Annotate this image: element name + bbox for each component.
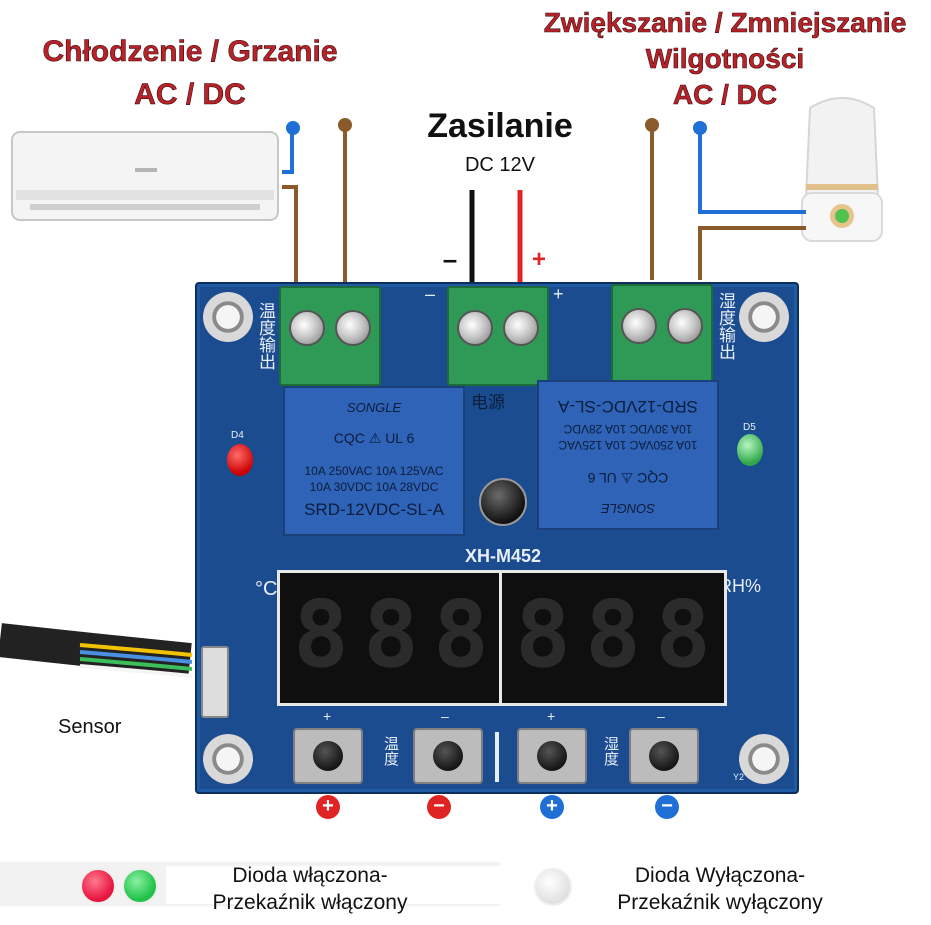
- corner-label: Y2: [733, 772, 745, 782]
- button-cap: [313, 741, 343, 771]
- pcb-minus-label: –: [425, 284, 436, 304]
- relay-certs: CQC ⚠ UL 6: [587, 470, 669, 486]
- relay-rating: 10A 250VAC 10A 125VAC: [558, 438, 698, 452]
- button-divider: [495, 732, 499, 782]
- terminal-left: [279, 286, 381, 386]
- pcb-plus-label: +: [553, 284, 564, 304]
- mounting-hole-top-left: [203, 292, 253, 342]
- temp-down-mark: –: [441, 708, 449, 724]
- relay-brand: SONGLE: [600, 501, 656, 516]
- humidity-up-mark: +: [547, 708, 556, 724]
- power-label: 电源: [471, 393, 505, 412]
- terminal-right: [611, 284, 713, 384]
- humidity-acdc: AC / DC: [672, 79, 778, 111]
- screw: [621, 308, 657, 344]
- mounting-hole-top-right: [739, 292, 789, 342]
- led-left-label: D4: [231, 430, 244, 441]
- relay-certs: CQC ⚠ UL 6: [333, 430, 415, 446]
- display-digit: 8: [655, 581, 711, 688]
- legend-on-line2: Przekaźnik włączony: [212, 891, 408, 914]
- legend-off-led: [534, 868, 572, 906]
- right-output-label: 湿度输出: [716, 292, 735, 360]
- legend-on-line1: Dioda włączona-: [232, 864, 388, 887]
- screw: [503, 310, 539, 346]
- sensor-label: Sensor: [58, 716, 122, 738]
- power-title: Zasilanie: [427, 107, 573, 145]
- display-digit: 8: [585, 581, 641, 688]
- mounting-hole-bottom-right: [739, 734, 789, 784]
- humidity-title: Zwiększanie / Zmniejszanie: [543, 7, 907, 39]
- legend-off-line1: Dioda Wyłączona-: [634, 864, 806, 887]
- terminal-power: [447, 286, 549, 386]
- capacitor: [479, 478, 527, 526]
- power-voltage: DC 12V: [464, 154, 536, 176]
- button-cap: [649, 741, 679, 771]
- red-led: [227, 444, 253, 476]
- humidity-down-mark: –: [657, 708, 665, 724]
- humidity-unit: RH%: [719, 576, 762, 596]
- green-led: [737, 434, 763, 466]
- relay-rating: 10A 250VAC 10A 125VAC: [304, 464, 444, 478]
- display-digit: 8: [363, 581, 419, 688]
- temp-plus-indicator: +: [316, 795, 340, 819]
- humidity-display: 8 8 8: [499, 570, 727, 706]
- screw: [289, 310, 325, 346]
- legend-off-line2: Przekaźnik wyłączony: [617, 891, 823, 914]
- screw: [457, 310, 493, 346]
- temp-up-button[interactable]: [293, 728, 363, 784]
- air-conditioner-icon: [10, 128, 282, 228]
- button-cap: [433, 741, 463, 771]
- humidity-subtitle: Wilgotności: [645, 43, 805, 75]
- screw: [335, 310, 371, 346]
- relay-brand: SONGLE: [346, 400, 402, 415]
- relay-left: SONGLE CQC ⚠ UL 6 10A 250VAC 10A 125VAC …: [283, 386, 465, 536]
- power-plus-label: +: [532, 246, 547, 273]
- cooling-heating-title: Chłodzenie / Grzanie: [42, 35, 338, 69]
- legend-on-text-box: [166, 866, 500, 904]
- power-minus-label: –: [442, 244, 458, 274]
- controller-board: 温度输出 湿度输出 – + 电源 SONGLE CQC ⚠ UL 6 10A 2…: [195, 282, 799, 794]
- temp-up-mark: +: [323, 708, 332, 724]
- relay-rating: 10A 30VDC 10A 28VDC: [563, 422, 693, 436]
- humidity-plus-indicator: +: [540, 795, 564, 819]
- humidity-down-button[interactable]: [629, 728, 699, 784]
- legend-red-led: [80, 868, 116, 904]
- screw: [667, 308, 703, 344]
- celsius-unit: °C: [255, 578, 278, 600]
- sensor-connector: [201, 646, 229, 718]
- temp-button-label: 温度: [382, 736, 399, 766]
- humidity-up-button[interactable]: [517, 728, 587, 784]
- display-digit: 8: [433, 581, 489, 688]
- mounting-hole-bottom-left: [203, 734, 253, 784]
- humidity-minus-indicator: −: [655, 795, 679, 819]
- display-digit: 8: [515, 581, 571, 688]
- temp-minus-indicator: −: [427, 795, 451, 819]
- relay-model: SRD-12VDC-SL-A: [304, 500, 444, 519]
- temperature-display: 8 8 8: [277, 570, 505, 706]
- temp-down-button[interactable]: [413, 728, 483, 784]
- relay-model: SRD-12VDC-SL-A: [558, 397, 698, 416]
- button-cap: [537, 741, 567, 771]
- humidifier-icon: [792, 88, 892, 248]
- legend-green-led: [122, 868, 158, 904]
- board-model: XH-M452: [464, 546, 542, 566]
- cooling-heating-subtitle: AC / DC: [134, 78, 246, 112]
- display-digit: 8: [293, 581, 349, 688]
- relay-right: SONGLE CQC ⚠ UL 6 10A 250VAC 10A 125VAC …: [537, 380, 719, 530]
- relay-rating: 10A 30VDC 10A 28VDC: [309, 480, 439, 494]
- led-right-label: D5: [743, 422, 756, 433]
- humidity-button-label: 湿度: [602, 736, 619, 766]
- left-output-label: 温度输出: [256, 302, 275, 370]
